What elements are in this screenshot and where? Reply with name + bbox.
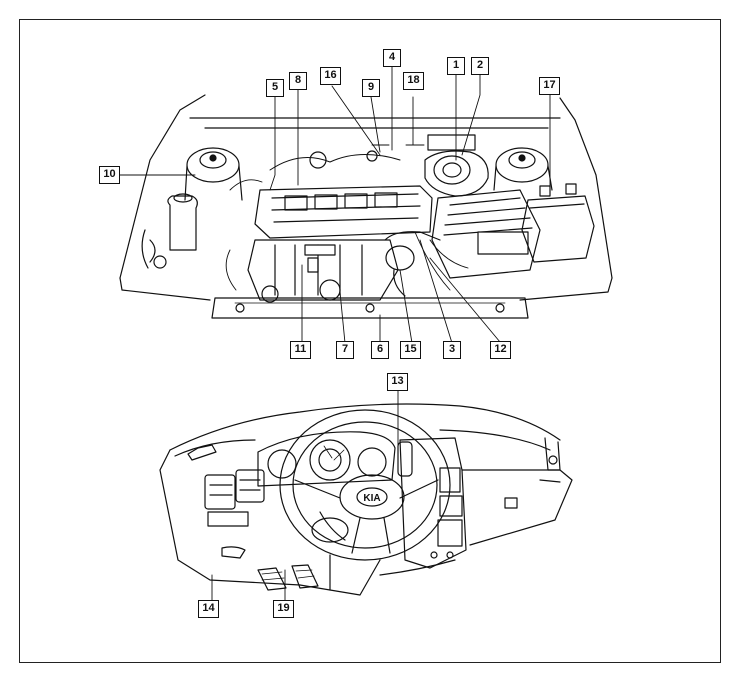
air-cleaner-box xyxy=(431,189,541,279)
dash-top-outline xyxy=(169,403,561,451)
callout-2: 2 xyxy=(471,57,489,75)
figure-frame xyxy=(19,19,721,663)
engine-wiring-harness xyxy=(225,179,469,291)
callout-17: 17 xyxy=(539,77,560,95)
callout-11: 11 xyxy=(290,341,311,359)
callout-19: 19 xyxy=(273,600,294,618)
horn-pad-logo: KIA xyxy=(363,493,380,504)
right-fender-outline xyxy=(559,97,613,279)
callout-18: 18 xyxy=(403,72,424,90)
glovebox-outline xyxy=(461,469,573,546)
engine-leader-lines xyxy=(117,66,551,344)
callout-13: 13 xyxy=(387,373,408,391)
callout-16: 16 xyxy=(320,67,341,85)
callout-10: 10 xyxy=(99,166,120,184)
dashboard-leader-lines xyxy=(211,389,399,601)
dashboard-drawing xyxy=(159,403,573,596)
front-crossmember xyxy=(211,297,529,319)
callout-3: 3 xyxy=(443,341,461,359)
battery xyxy=(521,183,595,263)
callout-7: 7 xyxy=(336,341,354,359)
throttle-body xyxy=(384,231,441,297)
right-strut-tower xyxy=(493,147,553,191)
steering-wheel xyxy=(279,409,451,561)
callout-15: 15 xyxy=(400,341,421,359)
callout-9: 9 xyxy=(362,79,380,97)
callout-8: 8 xyxy=(289,72,307,90)
callout-4: 4 xyxy=(383,49,401,67)
callout-12: 12 xyxy=(490,341,511,359)
callout-5: 5 xyxy=(266,79,284,97)
instrument-cluster xyxy=(257,431,396,487)
callout-6: 6 xyxy=(371,341,389,359)
intake-manifold xyxy=(247,239,399,303)
left-fender-outline xyxy=(119,94,206,279)
engine-valve-cover xyxy=(254,150,433,239)
left-strut-tower xyxy=(184,147,243,201)
callout-1: 1 xyxy=(447,57,465,75)
callout-14: 14 xyxy=(198,600,219,618)
coolant-reservoir xyxy=(141,193,198,269)
engine-bay-drawing xyxy=(119,94,613,319)
pedals xyxy=(257,564,319,591)
steering-column xyxy=(329,554,381,596)
center-stack xyxy=(397,437,467,569)
dash-left-panel xyxy=(159,449,301,586)
air-intake-duct xyxy=(424,134,489,197)
